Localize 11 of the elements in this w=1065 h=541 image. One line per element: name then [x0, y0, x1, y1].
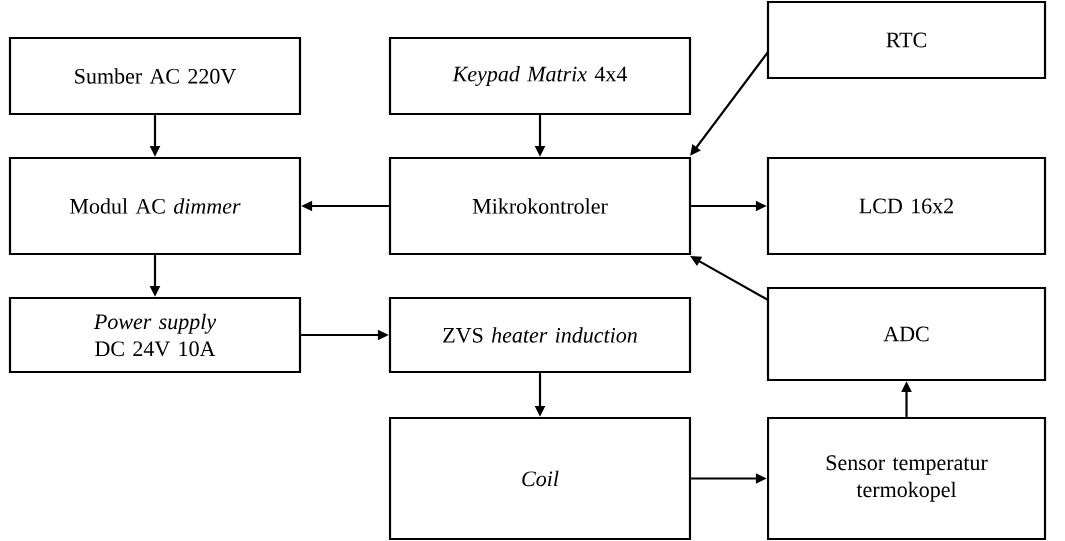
block-box: Sumber AC 220V [8, 36, 302, 116]
block-box: Modul AC dimmer [8, 156, 302, 256]
block-box: ADC [766, 286, 1047, 382]
block-box: Power supply DC 24V 10A [8, 296, 302, 374]
block-box: Mikrokontroler [388, 156, 692, 256]
block-box: LCD 16x2 [766, 156, 1047, 256]
block-box: RTC [766, 0, 1047, 80]
block-box: Keypad Matrix 4x4 [388, 36, 692, 116]
block-box: Coil [388, 416, 692, 541]
block-box: Sensor temperatur termokopel [766, 416, 1047, 541]
block-box: ZVS heater induction [388, 296, 692, 374]
